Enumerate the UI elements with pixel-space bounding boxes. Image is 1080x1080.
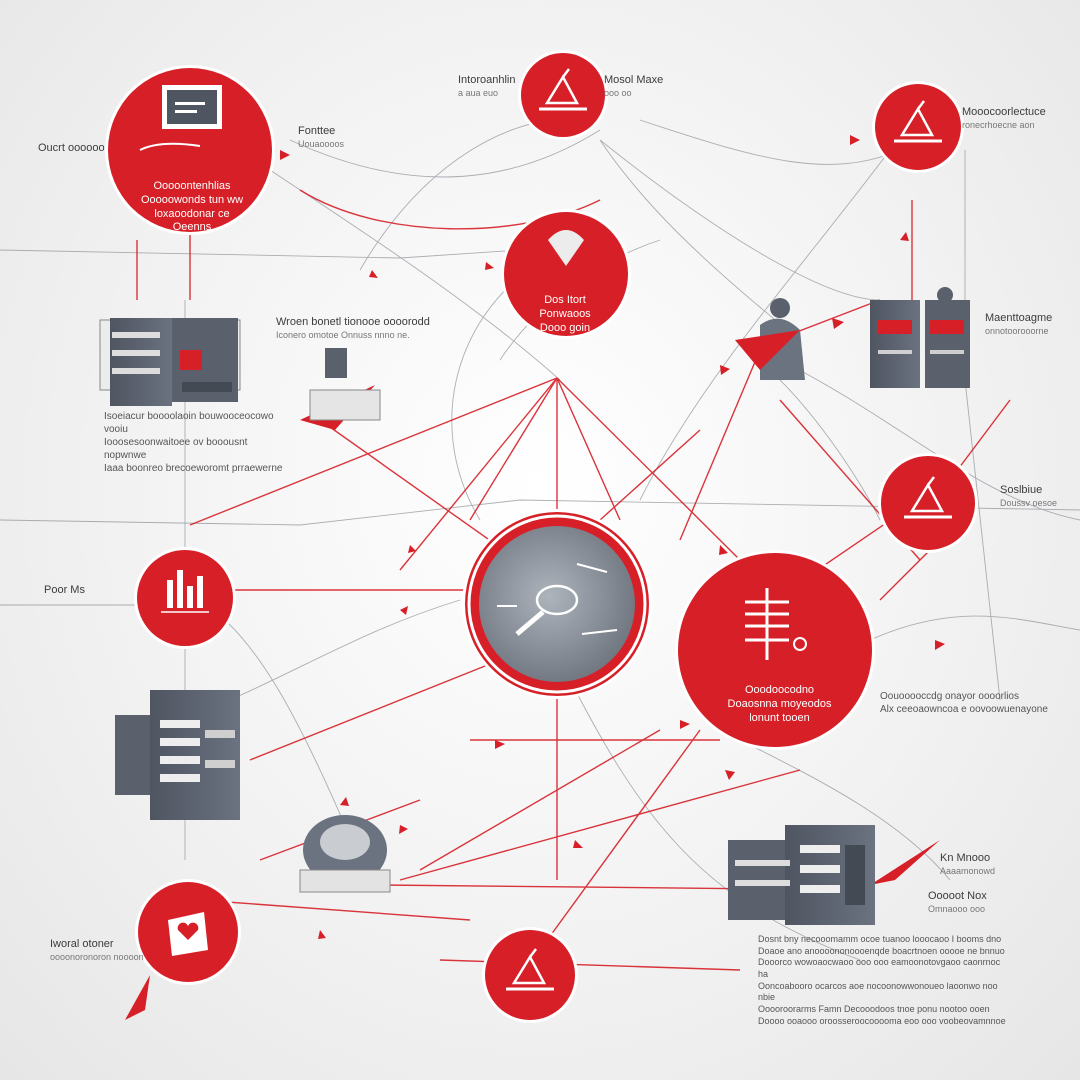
data-tower-node <box>675 550 875 750</box>
pin-node <box>501 209 631 339</box>
bar-chart-icon <box>161 570 209 613</box>
label-heart-left: Iworal otoner oooonoronoron noooon <box>50 938 144 963</box>
label-title: Mosol Maxe <box>604 74 664 86</box>
ship-icon <box>539 68 587 111</box>
monitor-label-line: loxaoodonar ce <box>154 207 230 220</box>
tower-label-line: Ooodoocodno <box>744 684 815 696</box>
skier-icon <box>506 948 554 991</box>
rowing-node <box>878 453 978 553</box>
desk-device-icon <box>309 348 381 421</box>
node-circle <box>875 84 961 170</box>
monitor-label-line: Ooooontenhlias <box>153 180 231 192</box>
monitor-node-label: Ooooontenhlias Ooooowonds tun ww loxaood… <box>132 180 252 235</box>
label-monitor-left: Oucrt oooooo <box>38 142 105 156</box>
label-title: Oucrt oooooo <box>38 142 105 154</box>
server-stack-left-mid <box>115 690 240 820</box>
label-title: Mooocoorlectuce <box>962 106 1046 118</box>
pin-label-line: Ponwaoos <box>539 307 591 320</box>
monitor-label-line: Oeenns <box>172 221 212 234</box>
stage-icon <box>894 100 942 143</box>
skier-node <box>482 927 578 1023</box>
para-line: Alx ceeoaowncoa e oovoowuenayone <box>880 704 1048 715</box>
label-rowing-right: Soslbiue Doussv oesoe <box>1000 484 1057 509</box>
pin-label-line: Dooo goin <box>539 321 591 334</box>
label-server-right: Kn Mnooo Aaaamonowd <box>940 852 995 877</box>
monitor-node <box>105 65 275 235</box>
label-server-left: Isoeiacur boooolaoin bouwooceocowo vooiu… <box>104 410 284 475</box>
person-figure-icon <box>735 298 805 380</box>
label-sub: ronecrhoecne aon <box>962 119 1035 130</box>
label-title: Ooooot Nox <box>928 890 987 902</box>
label-title: Poor Ms <box>44 584 85 596</box>
server-stack-right-top <box>870 287 970 388</box>
para-line: Iaaa boonreo brecoeworomt prraewerne <box>104 463 283 474</box>
para-line: Ooooroorarms Famn Decooodoos tnoe ponu n… <box>758 1004 990 1015</box>
label-dna-right: Maenttoagme onnotoorooorne <box>985 312 1052 337</box>
label-sub: oooonoronoron noooon <box>50 951 144 962</box>
node-circle <box>485 930 575 1020</box>
tower-node-label: Ooodoocodno Doaosnna moyeodos lonunt too… <box>712 684 847 725</box>
tower-label-line: lonunt tooen <box>749 711 810 724</box>
para-line: Iooosesoonwaitoee ov booousnt nopwnwe <box>104 437 248 461</box>
pin-label-line: Dos Itort <box>544 294 586 306</box>
tower-label-line: Doaosnna moyeodos <box>727 697 832 710</box>
label-title: Wroen bonetl tionooe oooorodd <box>276 316 430 328</box>
monitor-icon <box>139 85 222 151</box>
pin-node-label: Dos Itort Ponwaoos Dooo goin <box>520 294 610 335</box>
label-title: Kn Mnooo <box>940 852 991 864</box>
label-sub: a aua euo <box>458 87 499 98</box>
globe-icon <box>479 526 635 682</box>
hub-node <box>462 509 652 699</box>
rowing-icon <box>904 476 952 519</box>
label-title: Soslbiue <box>1000 484 1043 496</box>
server-stack-right-bottom <box>728 825 875 925</box>
label-sub: Aaaamonowd <box>940 865 996 876</box>
label-sub: Omnaooo ooo <box>928 903 986 914</box>
para-line: Doooo ooaooo oroosseroocooooma eoo ooo v… <box>758 1015 1006 1026</box>
para-line: Doaoe ano anoooononoooenqde boacrtnoen o… <box>758 945 1005 956</box>
heart-box-node <box>135 879 241 985</box>
label-title: Fonttee <box>298 125 336 137</box>
label-title: Maenttoagme <box>985 312 1053 324</box>
para-line: Ooncoabooro ocarcos aoe nocoonowwonoueo … <box>758 980 998 1003</box>
label-top-ship-left: Intoroanhlin a aua euo <box>458 74 516 99</box>
label-server-right-2: Ooooot Nox Omnaooo ooo <box>928 890 987 915</box>
label-sub: onnotoorooorne <box>985 325 1049 336</box>
monitor-label-line: Ooooowonds tun ww <box>140 193 244 206</box>
label-sub: Iconero omotoe Onnuss nnno ne. <box>276 329 410 340</box>
label-sub: Doussv oesoe <box>1000 497 1058 508</box>
label-bar-left: Poor Ms <box>44 584 85 598</box>
label-bottom-paragraph: Dosnt bny necooomamm ocoe tuanoo looocao… <box>758 934 1008 1028</box>
label-monitor-right: Fonttee Uouaoooos <box>298 125 344 150</box>
para-line: Isoeiacur boooolaoin bouwooceocowo vooiu <box>104 411 274 435</box>
heart-box-icon <box>168 912 208 956</box>
server-stack-left-top <box>99 318 241 406</box>
label-sub: ooo oo <box>604 87 632 98</box>
hub-inner-ring <box>467 514 647 694</box>
node-circle <box>881 456 975 550</box>
label-title: Intoroanhlin <box>458 74 516 86</box>
para-line: Oouooooccdg onayor oooorlios <box>880 691 1019 702</box>
para-line: Dosnt bny necooomamm ocoe tuanoo looocao… <box>758 934 1002 944</box>
robot-device-icon <box>299 815 391 893</box>
node-circle <box>504 212 628 336</box>
para-line: Dooorco wowoaocwaoo ooo ooo eamoonotovga… <box>758 957 1001 980</box>
tower-icon <box>745 588 807 660</box>
stage-node <box>872 81 964 173</box>
ship-node <box>518 50 608 140</box>
label-title: Iworal otoner <box>50 938 114 950</box>
pin-icon <box>548 230 584 266</box>
label-stage-right: Mooocoorlectuce ronecrhoecne aon <box>962 106 1046 131</box>
node-circle <box>108 68 272 232</box>
label-server-cluster: Wroen bonetl tionooe oooorodd Iconero om… <box>276 316 436 341</box>
label-top-ship-right: Mosol Maxe ooo oo <box>604 74 663 99</box>
node-circle <box>137 550 233 646</box>
node-circle <box>521 53 605 137</box>
label-sub: Uouaoooos <box>298 138 345 149</box>
node-circle <box>678 553 872 747</box>
label-tower-right: Oouooooccdg onayor oooorlios Alx ceeoaow… <box>880 690 1060 716</box>
bar-chart-node <box>134 547 236 649</box>
